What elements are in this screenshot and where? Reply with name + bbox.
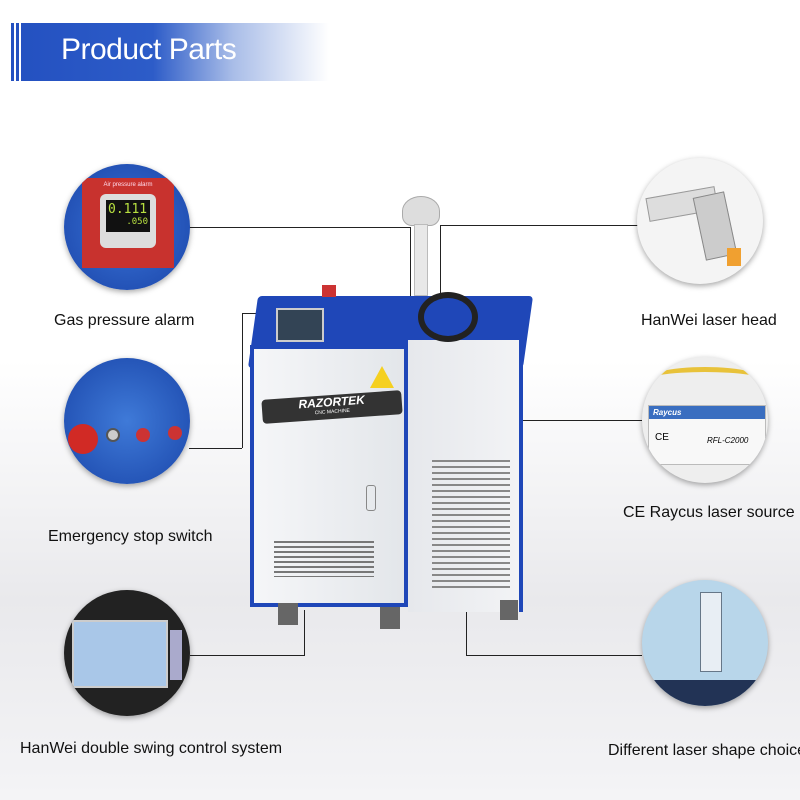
part-label: Different laser shape choice — [608, 742, 800, 759]
ce-mark: CE — [655, 432, 669, 443]
holder-post — [414, 224, 428, 296]
caster-wheel — [278, 603, 298, 625]
banner-stripe — [14, 23, 16, 81]
gas-pressure-alarm-image: Air pressure alarm 0.111 .050 — [64, 164, 190, 290]
connector — [304, 610, 305, 655]
laser-nozzle — [727, 248, 741, 266]
control-system-image — [64, 590, 190, 716]
model-text: RFL-C2000 — [707, 436, 749, 445]
connector — [410, 227, 411, 297]
connector — [189, 448, 242, 449]
banner-stripe — [19, 23, 21, 81]
screen-footer — [642, 680, 768, 706]
connector — [242, 313, 262, 314]
laser-shape-image — [642, 580, 768, 706]
shape-selector — [700, 592, 722, 672]
fiber-cable — [642, 367, 768, 397]
connector — [466, 655, 642, 656]
alarm-panel: Air pressure alarm 0.111 .050 — [82, 178, 174, 268]
indicator-icon — [136, 428, 150, 442]
header-banner: Product Parts — [9, 23, 329, 81]
laser-source-image: Raycus CE RFL-C2000 — [642, 357, 768, 483]
fiber-cable-coil — [418, 292, 478, 342]
connector — [440, 225, 638, 226]
emergency-stop-image — [64, 358, 190, 484]
part-label: HanWei laser head — [641, 312, 777, 329]
laser-source-box: Raycus CE RFL-C2000 — [648, 405, 766, 465]
side-vent — [432, 460, 510, 590]
caster-wheel — [380, 607, 400, 629]
machine-side-panel — [408, 340, 523, 612]
touch-screen — [276, 308, 324, 342]
connector — [440, 225, 441, 295]
machine-front-panel: RAZORTEK CNC MACHINE — [250, 345, 408, 607]
connector — [520, 420, 642, 421]
banner-stripe — [9, 23, 11, 81]
page-title: Product Parts — [61, 33, 237, 66]
display-top: 0.111 — [108, 202, 148, 217]
part-label: HanWei double swing control system — [20, 740, 283, 757]
stop-button-icon — [68, 424, 98, 454]
display-bottom: .050 — [126, 217, 148, 227]
part-label: Emergency stop switch — [48, 528, 213, 545]
head-holder — [402, 196, 440, 226]
caster-wheel — [500, 600, 518, 620]
laser-head-image — [637, 158, 763, 284]
connector — [189, 227, 410, 228]
indicator-icon — [168, 426, 182, 440]
alarm-light — [322, 285, 336, 297]
connector — [190, 655, 305, 656]
vent — [274, 541, 374, 577]
door-handle[interactable] — [366, 485, 376, 511]
connector — [242, 313, 243, 448]
panel-text: Air pressure alarm — [103, 182, 153, 188]
raycus-logo: Raycus — [649, 406, 765, 419]
brand-logo: RAZORTEK CNC MACHINE — [261, 390, 403, 424]
part-label: CE Raycus laser source — [623, 504, 795, 521]
key-switch-icon — [106, 428, 120, 442]
connector — [466, 600, 467, 655]
screen-buttons — [170, 630, 182, 680]
part-label: Gas pressure alarm — [54, 312, 195, 329]
control-screen — [72, 620, 168, 688]
